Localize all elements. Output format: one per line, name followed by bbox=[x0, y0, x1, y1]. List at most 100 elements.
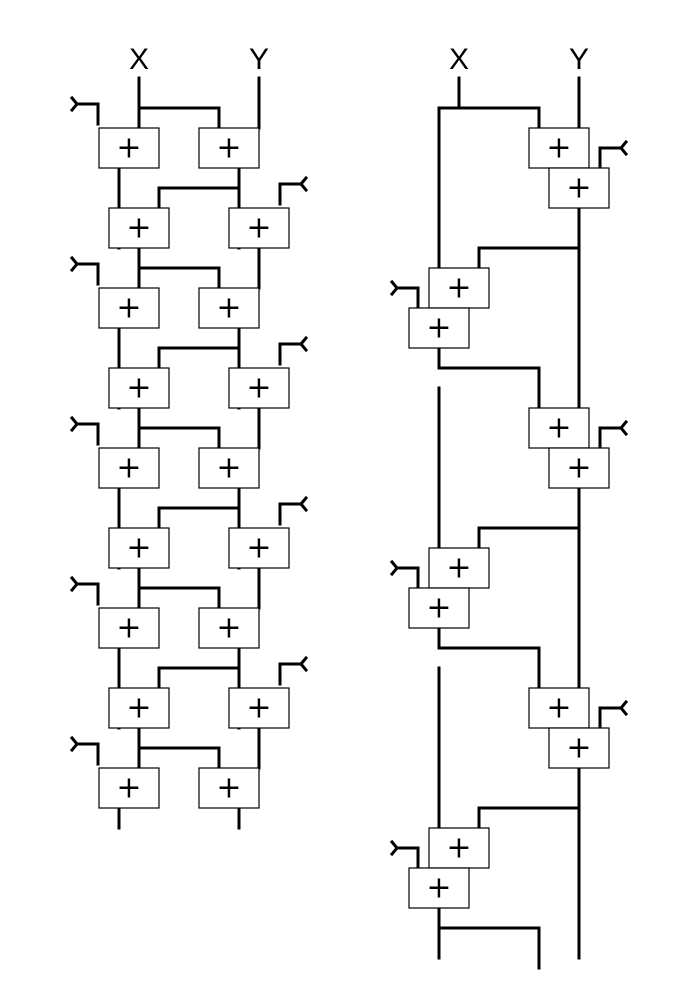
right-adder-21: + bbox=[408, 307, 470, 349]
right-adder-28: + bbox=[428, 827, 490, 869]
wire-5 bbox=[157, 186, 241, 210]
right-adder-29: + bbox=[408, 867, 470, 909]
plus-symbol: + bbox=[216, 131, 241, 166]
plus-symbol: + bbox=[216, 451, 241, 486]
plus-symbol: + bbox=[246, 531, 271, 566]
wire-35 bbox=[477, 486, 581, 550]
left-adder-2: + bbox=[98, 287, 160, 329]
wire-36 bbox=[437, 626, 541, 690]
plus-symbol: + bbox=[546, 411, 571, 446]
left-x-label: X bbox=[129, 43, 149, 76]
adder-box bbox=[98, 607, 160, 649]
adder-box bbox=[198, 767, 260, 809]
adders: ++++++++++++++++++++++++++++++ bbox=[98, 127, 610, 909]
plus-symbol: + bbox=[116, 291, 141, 326]
wire-2 bbox=[137, 106, 221, 130]
adder-box bbox=[198, 127, 260, 169]
plus-symbol: + bbox=[446, 271, 471, 306]
input-tap-13 bbox=[598, 699, 629, 730]
right-adder-27: + bbox=[548, 727, 610, 769]
adder-box bbox=[428, 547, 490, 589]
left-adder-14: + bbox=[108, 527, 170, 569]
adder-box bbox=[198, 287, 260, 329]
wire-37 bbox=[477, 766, 581, 830]
plus-symbol: + bbox=[566, 731, 591, 766]
input-tap-3 bbox=[69, 575, 100, 606]
plus-symbol: + bbox=[446, 551, 471, 586]
left-adder-6: + bbox=[98, 607, 160, 649]
input-tap-10 bbox=[389, 279, 420, 310]
right-adder-26: + bbox=[528, 687, 590, 729]
right-adder-22: + bbox=[528, 407, 590, 449]
left-adder-8: + bbox=[98, 767, 160, 809]
plus-symbol: + bbox=[426, 871, 451, 906]
adder-box bbox=[228, 367, 290, 409]
left-adder-0: + bbox=[98, 127, 160, 169]
plus-symbol: + bbox=[246, 371, 271, 406]
left-y-label: Y bbox=[249, 43, 269, 76]
left-adder-17: + bbox=[228, 687, 290, 729]
wire-14 bbox=[157, 666, 241, 690]
adder-box bbox=[228, 687, 290, 729]
adder-box bbox=[198, 607, 260, 649]
wire-31 bbox=[457, 106, 541, 130]
adder-box bbox=[98, 767, 160, 809]
wire-38 bbox=[437, 906, 541, 970]
adder-box bbox=[428, 267, 490, 309]
wire-34 bbox=[437, 346, 541, 410]
adder-box bbox=[408, 867, 470, 909]
right-y-label: Y bbox=[569, 43, 589, 76]
input-tap-14 bbox=[389, 839, 420, 870]
right-adder-24: + bbox=[428, 547, 490, 589]
adder-box bbox=[98, 447, 160, 489]
plus-symbol: + bbox=[216, 771, 241, 806]
plus-symbol: + bbox=[446, 831, 471, 866]
left-adder-9: + bbox=[198, 767, 260, 809]
left-adder-10: + bbox=[108, 207, 170, 249]
left-adder-1: + bbox=[198, 127, 260, 169]
input-tap-0 bbox=[69, 95, 100, 126]
plus-symbol: + bbox=[116, 771, 141, 806]
input-tap-8 bbox=[278, 655, 309, 686]
adder-box bbox=[408, 587, 470, 629]
right-x-label: X bbox=[449, 43, 469, 76]
input-tap-7 bbox=[278, 495, 309, 526]
plus-symbol: + bbox=[426, 311, 451, 346]
plus-symbol: + bbox=[116, 131, 141, 166]
left-adder-4: + bbox=[98, 447, 160, 489]
left-adder-13: + bbox=[228, 367, 290, 409]
wire-33 bbox=[477, 206, 581, 270]
adder-box bbox=[108, 367, 170, 409]
input-tap-4 bbox=[69, 735, 100, 766]
adder-box bbox=[528, 407, 590, 449]
adder-box bbox=[108, 207, 170, 249]
input-tap-9 bbox=[598, 139, 629, 170]
plus-symbol: + bbox=[246, 691, 271, 726]
plus-symbol: + bbox=[116, 451, 141, 486]
input-taps bbox=[69, 95, 629, 870]
plus-symbol: + bbox=[126, 371, 151, 406]
plus-symbol: + bbox=[246, 211, 271, 246]
plus-symbol: + bbox=[566, 451, 591, 486]
adder-box bbox=[228, 527, 290, 569]
left-adder-7: + bbox=[198, 607, 260, 649]
adder-box bbox=[528, 127, 590, 169]
left-adder-11: + bbox=[228, 207, 290, 249]
adder-box bbox=[548, 447, 610, 489]
wire-26 bbox=[137, 746, 221, 770]
input-tap-11 bbox=[598, 419, 629, 450]
input-tap-6 bbox=[278, 335, 309, 366]
left-adder-12: + bbox=[108, 367, 170, 409]
left-adder-3: + bbox=[198, 287, 260, 329]
plus-symbol: + bbox=[426, 591, 451, 626]
wire-17 bbox=[137, 266, 221, 290]
adder-box bbox=[548, 167, 610, 209]
input-tap-2 bbox=[69, 415, 100, 446]
plus-symbol: + bbox=[546, 691, 571, 726]
adder-box bbox=[198, 447, 260, 489]
adder-box bbox=[228, 207, 290, 249]
wire-23 bbox=[137, 586, 221, 610]
wire-8 bbox=[157, 346, 241, 370]
input-tap-5 bbox=[278, 175, 309, 206]
